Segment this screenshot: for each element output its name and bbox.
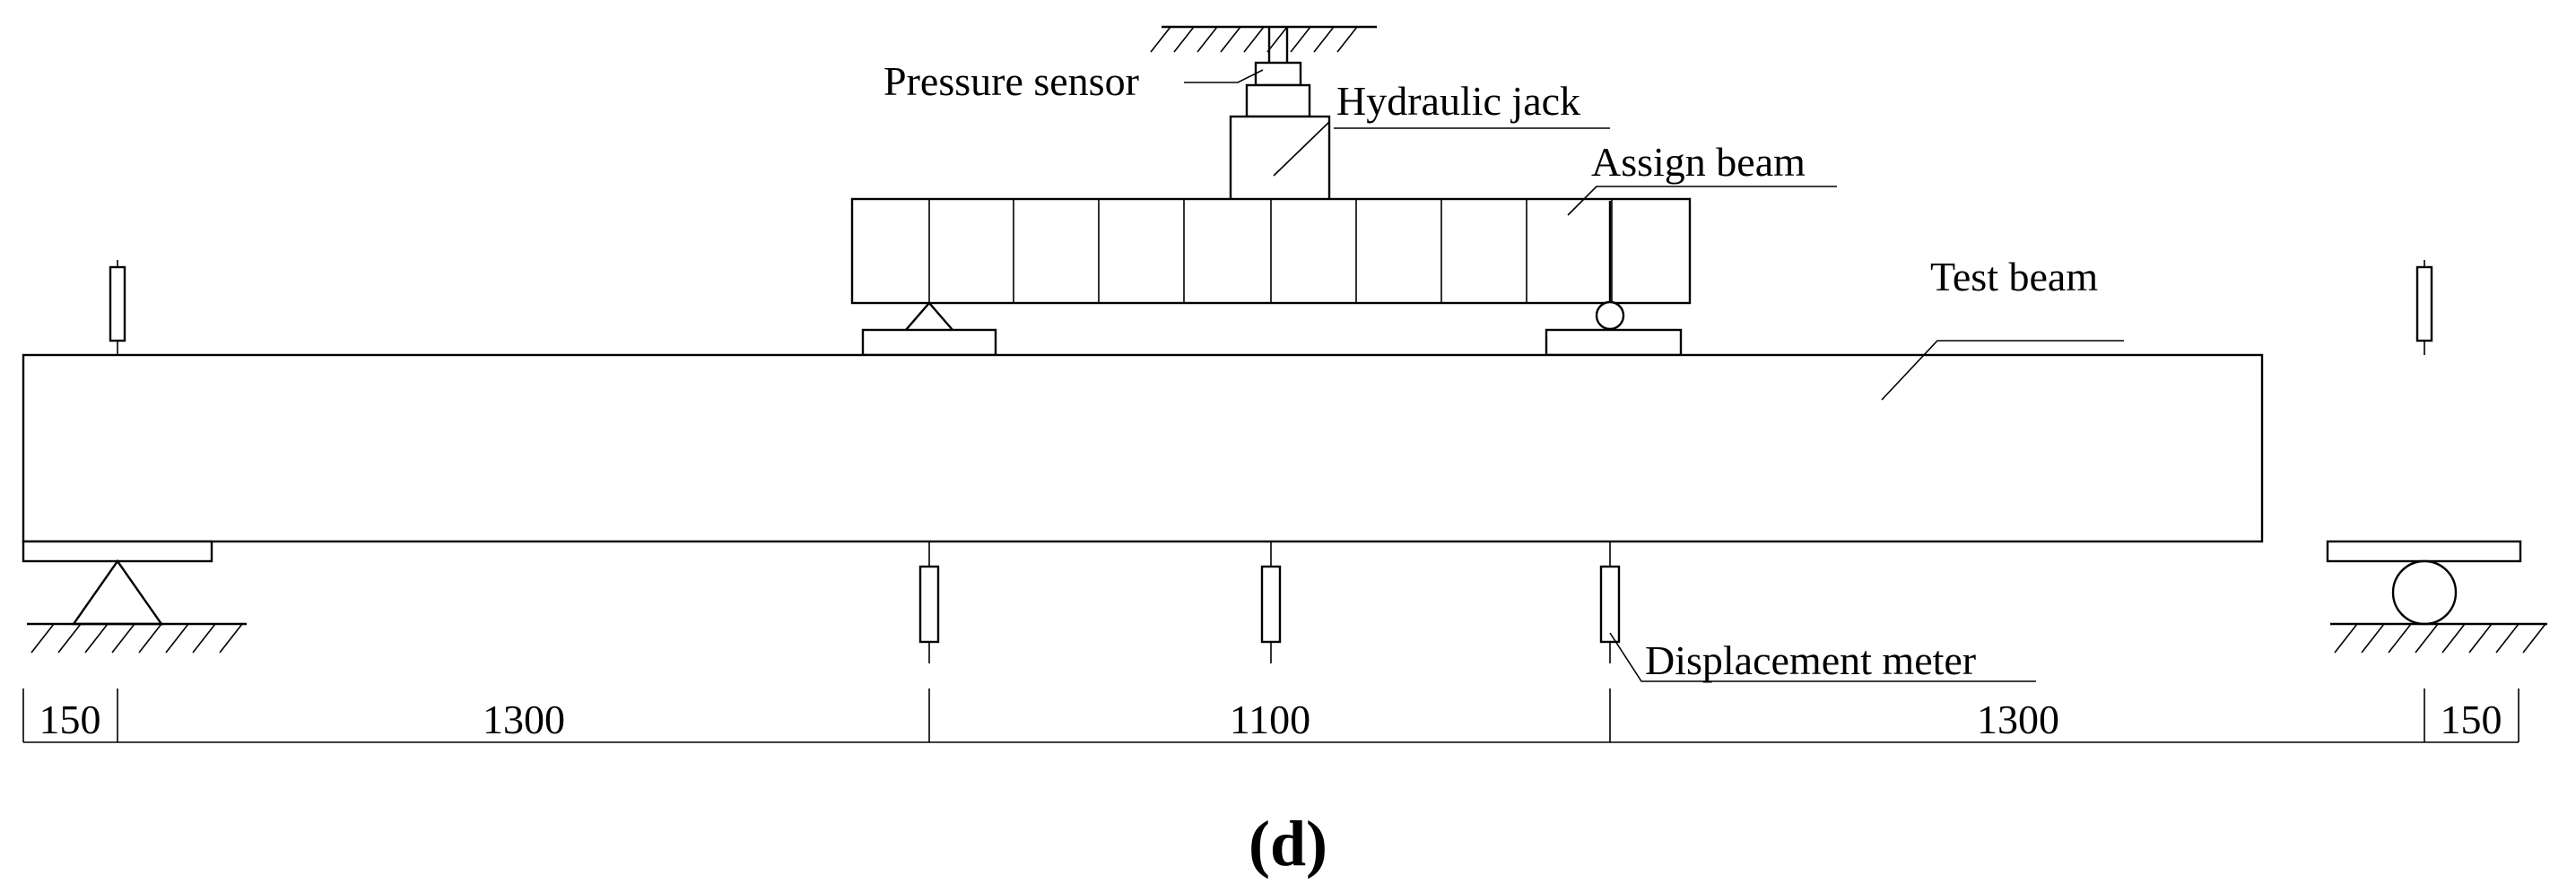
hydraulic-jack <box>1229 115 1331 203</box>
displacement-meter-top-right <box>2415 260 2433 355</box>
figure-caption: (d) <box>1249 808 1327 879</box>
displacement-meter-bottom-1 <box>918 541 940 663</box>
test-beam <box>22 353 2264 543</box>
hydraulic-jack-label: Hydraulic jack <box>1336 78 1580 124</box>
test-beam-label: Test beam <box>1930 254 2098 299</box>
load-point-left <box>861 301 997 357</box>
pressure-sensor-label: Pressure sensor <box>883 58 1139 104</box>
displacement-meter-bottom-2 <box>1260 541 1282 663</box>
roller-support-right <box>2326 540 2547 654</box>
dimension-label-2: 1300 <box>483 697 565 742</box>
leader-lines <box>1184 69 2124 682</box>
ceiling-support <box>1150 25 1377 53</box>
load-point-right <box>1545 300 1683 357</box>
dimension-label-5: 150 <box>2441 697 2502 742</box>
displacement-meter-top-left <box>109 260 126 355</box>
pin-support-left <box>22 540 247 654</box>
dimension-label-1: 150 <box>39 697 101 742</box>
assign-beam-label: Assign beam <box>1591 139 1806 185</box>
dimension-line <box>22 688 2519 743</box>
assign-beam <box>850 197 1692 305</box>
displacement-meter-label: Displacement meter <box>1645 637 1976 683</box>
dimension-label-4: 1300 <box>1977 697 2059 742</box>
displacement-meter-bottom-3 <box>1599 541 1621 663</box>
pressure-sensor <box>1245 27 1311 118</box>
dimension-label-3: 1100 <box>1230 697 1310 742</box>
